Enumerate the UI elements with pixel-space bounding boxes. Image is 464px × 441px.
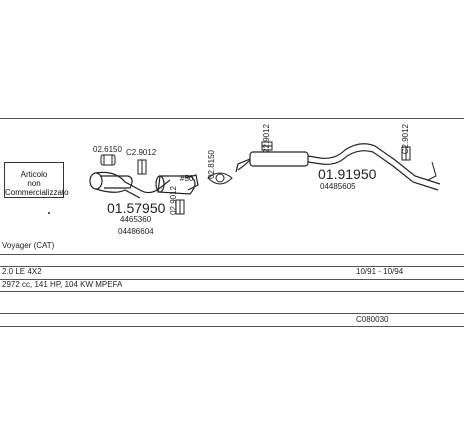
note-box: Articolo non Commercializzato xyxy=(4,162,69,198)
note-line-1: Articolo xyxy=(20,170,48,179)
gasket-icon xyxy=(207,172,233,185)
part-code-label: C2.9012 xyxy=(126,148,157,157)
divider xyxy=(0,279,464,280)
divider xyxy=(0,313,464,314)
vehicle-model: Voyager (CAT) xyxy=(2,241,55,250)
bracket-icon xyxy=(137,159,147,175)
part-code-label: 22.9012 xyxy=(262,124,271,153)
pipe-end-icon xyxy=(427,161,437,181)
front-silencer-number: 01.57950 xyxy=(107,200,166,216)
part-code-label: 02.8150 xyxy=(207,150,216,179)
mid-silencer-sub: 04485605 xyxy=(320,182,356,191)
clamp-icon xyxy=(100,154,116,166)
divider xyxy=(0,254,464,255)
note-line-2: non xyxy=(27,179,41,188)
part-code-label: #50 xyxy=(180,174,194,183)
front-pipe-assembly xyxy=(89,171,199,199)
bracket-icon xyxy=(261,141,273,151)
front-silencer-sub1: 4465360 xyxy=(120,215,152,224)
divider xyxy=(0,118,464,119)
divider xyxy=(0,266,464,267)
part-code-label: 02.9012 xyxy=(169,186,178,215)
part-code-label: 02.6150 xyxy=(93,145,122,154)
catalog-code: C080030 xyxy=(356,315,389,324)
divider xyxy=(0,291,464,292)
front-silencer-sub2: 04486604 xyxy=(118,227,154,236)
vehicle-engine: 2.0 LE 4X2 xyxy=(2,267,42,276)
divider xyxy=(0,326,464,327)
mid-silencer-number: 01.91950 xyxy=(318,166,377,182)
note-line-3: Commercializzato xyxy=(5,188,69,197)
rear-pipe-assembly xyxy=(235,143,441,191)
dot-marker xyxy=(48,212,50,214)
part-code-label: C2.9012 xyxy=(401,124,410,155)
hanger-icon xyxy=(175,199,185,215)
vehicle-specs: 2972 cc, 141 HP, 104 KW MPEFA xyxy=(2,280,123,289)
vehicle-dates: 10/91 - 10/94 xyxy=(356,267,404,276)
bracket-icon xyxy=(401,146,411,161)
